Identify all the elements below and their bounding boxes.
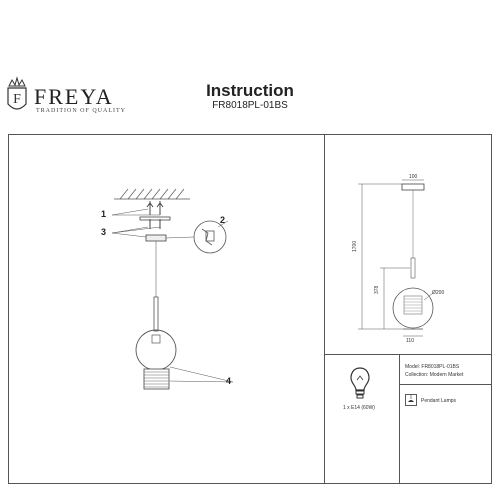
svg-text:F: F bbox=[13, 92, 21, 107]
bulb-spec: 1 x E14 (60W) bbox=[343, 405, 375, 411]
dim-base-width: 110 bbox=[406, 338, 414, 344]
freya-crest-logo: F bbox=[7, 76, 27, 110]
spec-model: Model: FR8018PL-01BS bbox=[405, 364, 460, 370]
mounting-screws bbox=[146, 201, 164, 229]
brand-tagline: TRADITION OF QUALITY bbox=[36, 108, 126, 114]
pendant-lamp-icon bbox=[405, 394, 417, 406]
callout-2: 2 bbox=[220, 215, 226, 225]
wiring-detail-circle bbox=[193, 220, 227, 254]
spec-divider-horizontal bbox=[399, 384, 492, 385]
dimension-drawing bbox=[358, 179, 434, 337]
panel-divider-horizontal bbox=[324, 354, 492, 355]
callout-4: 4 bbox=[226, 376, 232, 386]
spec-type-label: Pendant Lamps bbox=[421, 398, 457, 404]
page-title: Instruction bbox=[206, 81, 294, 100]
canopy bbox=[145, 234, 167, 242]
dim-shade-diameter: Ø200 bbox=[432, 290, 445, 296]
dim-globe bbox=[392, 287, 434, 329]
panel-divider-vertical bbox=[324, 134, 325, 484]
dim-total-height: 1700 bbox=[352, 240, 358, 252]
lamp-rod bbox=[153, 296, 159, 332]
callout-1: 1 bbox=[101, 209, 107, 219]
ceiling-hatch bbox=[114, 188, 190, 200]
ribbed-shade bbox=[143, 368, 170, 390]
dim-shade-height: 378 bbox=[374, 285, 380, 294]
model-number: FR8018PL-01BS bbox=[212, 100, 288, 111]
instruction-frame bbox=[8, 134, 492, 484]
glass-globe bbox=[135, 329, 177, 371]
brand-name: FREYA bbox=[34, 84, 114, 109]
dim-canopy-width: 100 bbox=[409, 174, 418, 180]
spec-collection: Collection: Modern Market bbox=[405, 372, 464, 378]
assembly-diagram bbox=[111, 188, 234, 390]
light-bulb-icon bbox=[350, 367, 370, 399]
callout-3: 3 bbox=[101, 227, 107, 237]
spec-divider-vertical bbox=[399, 354, 400, 484]
dim-canopy bbox=[401, 183, 425, 191]
